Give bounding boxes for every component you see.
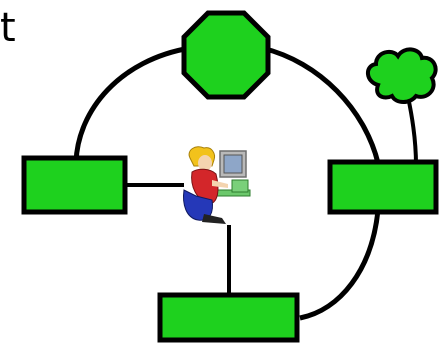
bottom-rectangle-node [157, 292, 300, 343]
partial-text-label: t [0, 5, 16, 51]
cloud-node [366, 47, 438, 104]
arc-octagon-to-right [261, 45, 381, 164]
cloud-connector-line [406, 96, 418, 166]
person-at-computer-icon [183, 146, 251, 224]
arc-octagon-to-left [73, 45, 191, 163]
top-octagon-node [181, 10, 271, 100]
arc-right-to-bottom [299, 209, 381, 321]
right-rectangle-node [327, 159, 439, 215]
left-rectangle-node [21, 155, 128, 215]
